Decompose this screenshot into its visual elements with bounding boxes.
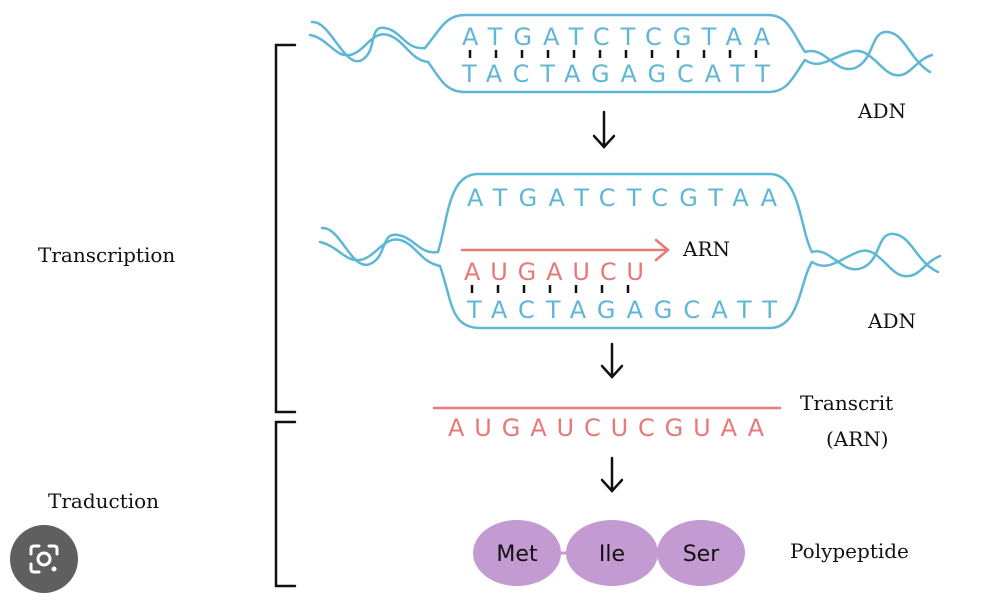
top-base-pair-ticks (468, 50, 758, 58)
amino-acid-ser (657, 520, 745, 586)
top-dna-helix (308, 13, 934, 94)
lens-search-button[interactable] (10, 525, 78, 593)
dna-mid-top-strand: ATGATCTCGTAA (467, 184, 779, 212)
dna-mid-bottom-strand: TACTAGAGCATT (466, 296, 779, 324)
transcrit-arn-label: (ARN) (826, 427, 889, 451)
amino-acid-label: Met (496, 542, 538, 567)
amino-acid-label: Ile (599, 542, 625, 567)
rna-direction-arrow-icon (460, 238, 670, 262)
polypeptide-label: Polypeptide (790, 539, 909, 563)
middle-dna-helix (318, 172, 942, 330)
amino-acid-label: Ser (683, 542, 721, 567)
adn-label-top: ADN (857, 99, 906, 123)
dna-bottom-strand: TACTAGAGCATT (461, 60, 772, 88)
amino-acid-met (473, 520, 561, 586)
down-arrow-icon (600, 342, 624, 379)
google-lens-icon (29, 544, 59, 574)
polypeptide-chain: Met Ile Ser (473, 520, 745, 586)
transcrit-label: Transcrit (800, 391, 893, 415)
mrna-strand: AUGAUCUCGUAA (448, 414, 766, 442)
arn-arrow-label: ARN (682, 237, 730, 261)
traduction-label: Traduction (48, 489, 159, 513)
mid-base-pair-ticks (470, 285, 630, 293)
section-bracket (274, 43, 297, 588)
down-arrow-icon (592, 110, 616, 149)
adn-label-mid: ADN (867, 309, 916, 333)
rna-partial-strand: AUGAUCU (464, 258, 646, 286)
down-arrow-icon (600, 456, 624, 493)
transcription-label: Transcription (38, 243, 175, 267)
amino-acid-ile (566, 520, 658, 586)
dna-top-strand: ATGATCTCGTAA (462, 23, 772, 51)
